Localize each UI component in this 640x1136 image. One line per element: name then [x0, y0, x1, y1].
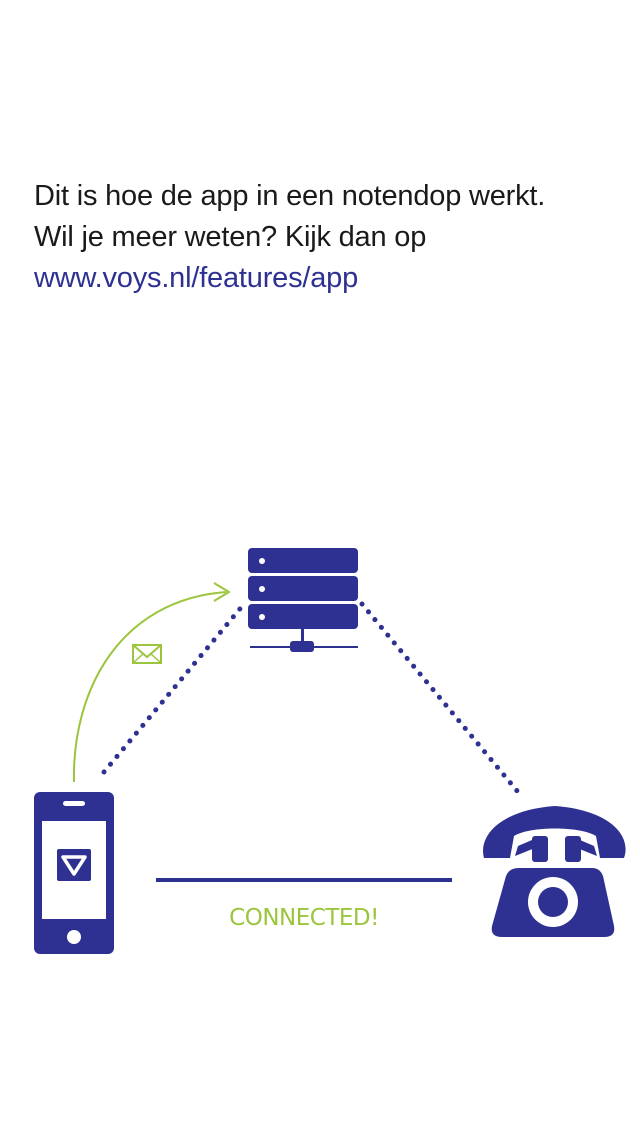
- request-arrow: [72, 582, 230, 783]
- dotted-connection-left: [101, 601, 247, 775]
- voys-logo-icon: [57, 849, 91, 881]
- features-link[interactable]: www.voys.nl/features/app: [34, 262, 359, 294]
- smartphone-icon: [34, 792, 114, 954]
- connected-label: CONNECTED!: [229, 905, 379, 931]
- envelope-icon: [132, 644, 162, 664]
- telephone-icon: [483, 806, 626, 937]
- intro-line-2: Wil je meer weten? Kijk dan op: [34, 221, 427, 253]
- intro-text: Dit is hoe de app in een notendop werkt.…: [34, 176, 624, 299]
- intro-line-1: Dit is hoe de app in een notendop werkt.: [34, 180, 546, 212]
- dotted-connection-right: [359, 601, 521, 795]
- server-icon: [248, 548, 358, 652]
- how-it-works-diagram: CONNECTED!: [34, 548, 626, 954]
